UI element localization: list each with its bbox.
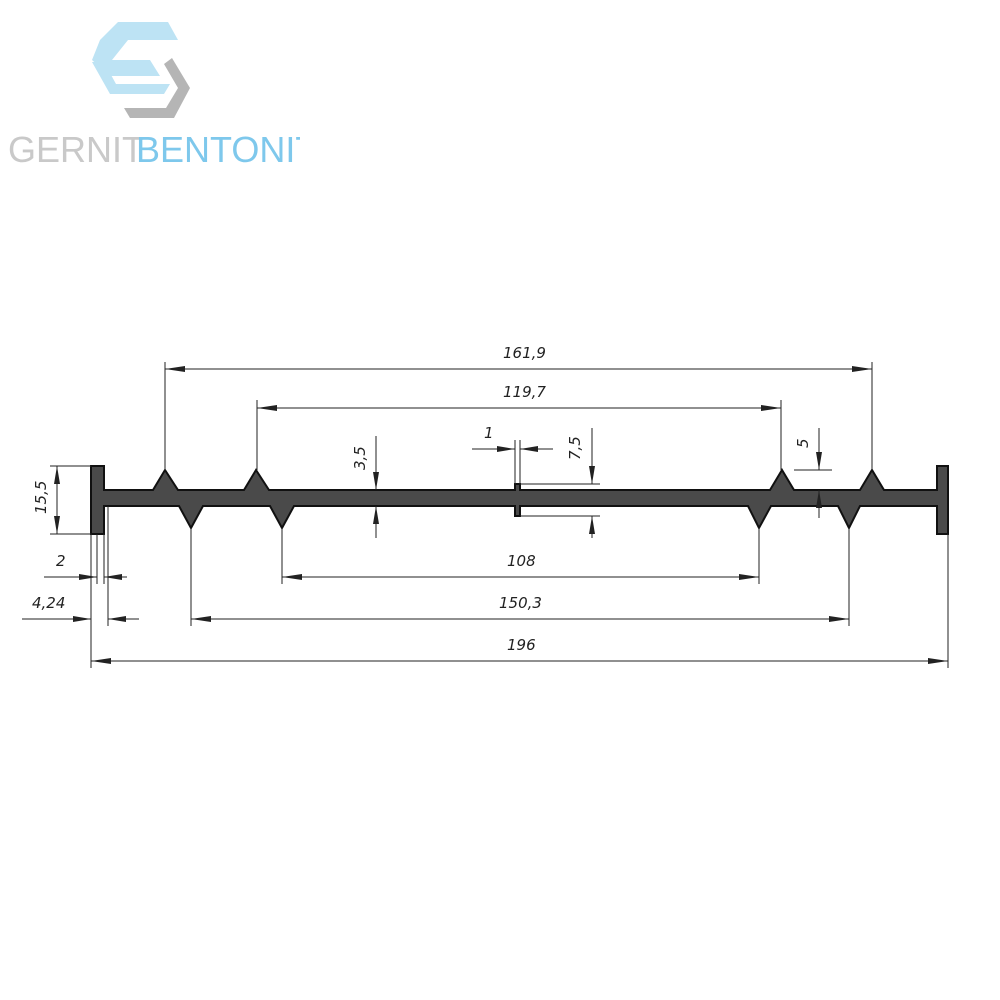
dimension-label-4-24: 4,24 (32, 594, 65, 612)
dimension-label-15-5: 15,5 (32, 481, 50, 514)
dimension-5: 5 (794, 428, 832, 518)
dimension-label-119-7: 119,7 (503, 383, 546, 401)
dimension-label-150-3: 150,3 (499, 594, 542, 612)
dimension-label-108: 108 (507, 552, 536, 570)
dimension-161-9: 161,9 (164, 344, 873, 470)
dimension-119-7: 119,7 (256, 383, 782, 470)
dimension-label-5: 5 (794, 438, 812, 448)
dimension-label-196: 196 (507, 636, 536, 654)
dimension-label-7-5: 7,5 (566, 436, 584, 460)
dimension-2: 2 (44, 534, 127, 584)
logo-word-bentonit: BENTONIT (136, 129, 300, 170)
dimension-196: 196 (91, 534, 949, 668)
logo-mark-icon (92, 22, 190, 118)
dimension-15-5: 15,5 (32, 465, 91, 535)
dimension-150-3: 150,3 (190, 528, 850, 626)
dimension-3-5: 3,5 (351, 436, 379, 538)
dimension-label-3-5: 3,5 (351, 446, 369, 470)
dimension-1: 1 (472, 424, 553, 484)
dimension-label-1: 1 (484, 424, 494, 442)
logo-word-gernit: GERNIT (8, 129, 144, 170)
dimension-label-161-9: 161,9 (503, 344, 546, 362)
dimension-4-24: 4,24 (22, 506, 139, 668)
dimension-label-2: 2 (56, 552, 66, 570)
dimension-7-5: 7,5 (520, 428, 600, 538)
company-logo: GERNIT BENTONIT (8, 22, 300, 170)
dimension-108: 108 (281, 528, 760, 584)
